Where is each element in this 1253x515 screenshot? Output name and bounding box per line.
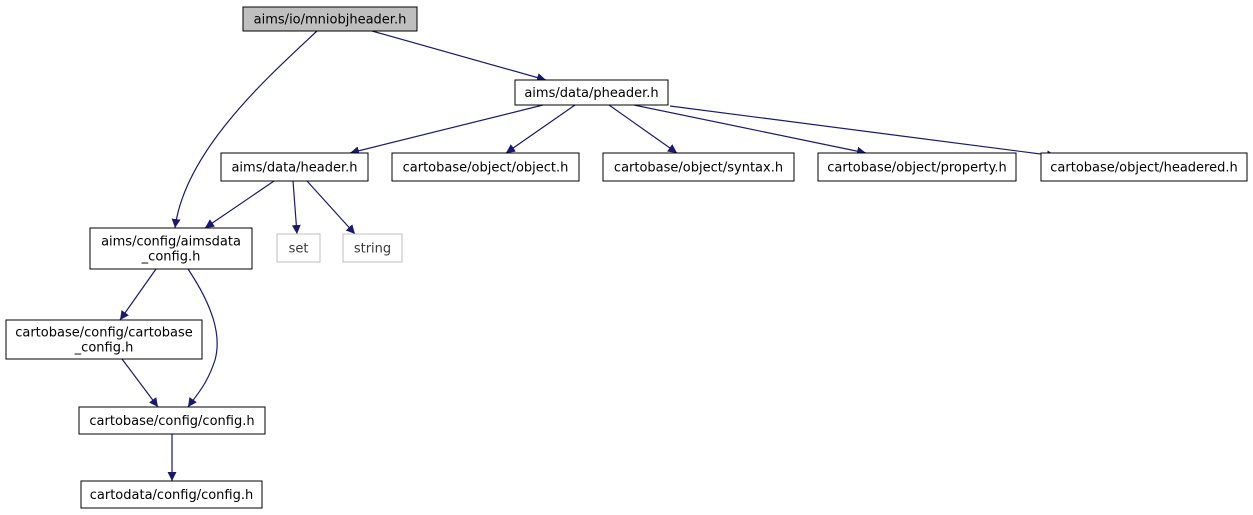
node-box (514, 79, 669, 106)
edge-cartobase_config-to-cb_config (121, 358, 159, 408)
node-box (220, 152, 369, 182)
edge-header-to-set (291, 180, 301, 235)
node-box (5, 319, 203, 360)
node-cd_config[interactable]: cartodata/config/config.h (80, 480, 263, 509)
node-label: cartobase/config/cartobase (15, 326, 193, 341)
node-label: cartodata/config/config.h (90, 488, 253, 503)
nodes-layer: aims/io/mniobjheader.h aims/data/pheader.… (5, 6, 1248, 509)
node-cb_config[interactable]: cartobase/config/config.h (78, 406, 266, 435)
node-mniobjheader[interactable]: aims/io/mniobjheader.h (242, 6, 418, 32)
node-cartobase_config[interactable]: cartobase/config/cartobase_config.h (5, 319, 203, 360)
node-box (276, 233, 321, 263)
node-box (1040, 152, 1248, 182)
node-label: aims/config/aimsdata (101, 235, 241, 250)
node-label: cartobase/object/object.h (403, 161, 569, 176)
node-set: set (276, 233, 321, 263)
node-box (242, 6, 418, 32)
node-label: cartobase/config/config.h (89, 414, 254, 429)
node-label: aims/io/mniobjheader.h (254, 13, 407, 28)
edge-pheader-to-object (505, 104, 576, 154)
node-string: string (342, 233, 403, 263)
edge-mniobjheader-to-aimsdata_config (171, 30, 318, 229)
node-box (602, 152, 795, 182)
edges-layer (119, 30, 1057, 481)
node-box (817, 152, 1017, 182)
node-object[interactable]: cartobase/object/object.h (391, 152, 580, 182)
node-syntax[interactable]: cartobase/object/syntax.h (602, 152, 795, 182)
edge-header-to-aimsdata_config (204, 180, 275, 229)
node-headered[interactable]: cartobase/object/headered.h (1040, 152, 1248, 182)
node-label: cartobase/object/property.h (827, 161, 1007, 176)
edge-pheader-to-header (349, 104, 544, 156)
node-label: _config.h (74, 341, 134, 356)
node-label: aims/data/pheader.h (524, 86, 658, 101)
node-property[interactable]: cartobase/object/property.h (817, 152, 1017, 182)
node-box (391, 152, 580, 182)
node-label: _config.h (141, 250, 201, 265)
node-label: set (289, 242, 309, 257)
node-label: cartobase/object/syntax.h (614, 161, 783, 176)
edge-pheader-to-property (633, 104, 867, 156)
node-aimsdata_config[interactable]: aims/config/aimsdata_config.h (89, 227, 253, 270)
node-box (78, 406, 266, 435)
node-box (89, 227, 253, 270)
node-label: cartobase/object/headered.h (1050, 161, 1237, 176)
node-label: aims/data/header.h (231, 161, 357, 176)
edge-aimsdata_config-to-cb_config (187, 268, 218, 408)
edge-header-to-string (306, 180, 356, 235)
edge-pheader-to-headered (669, 105, 1057, 160)
edge-aimsdata_config-to-cartobase_config (119, 268, 157, 321)
node-header[interactable]: aims/data/header.h (220, 152, 369, 182)
node-box (342, 233, 403, 263)
node-pheader[interactable]: aims/data/pheader.h (514, 79, 669, 106)
edge-mniobjheader-to-pheader (371, 30, 547, 82)
node-label: string (354, 242, 391, 257)
node-box (80, 480, 263, 509)
edge-pheader-to-syntax (608, 104, 678, 154)
